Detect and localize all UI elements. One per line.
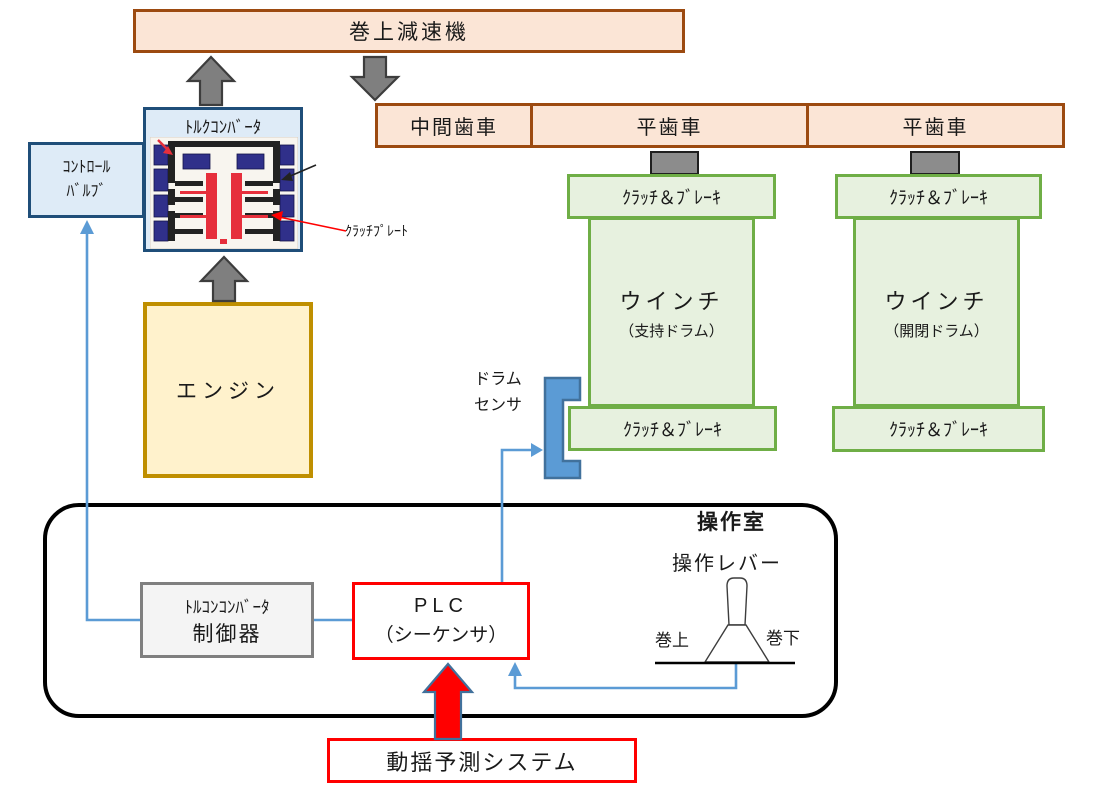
- winch-box-1: ウインチ （支持ドラム）: [588, 217, 755, 407]
- winch-2-name: ウインチ: [884, 288, 989, 314]
- gear-cell-spur-1: 平歯車: [530, 106, 806, 145]
- clutch-brake-top-2-label: ｸﾗｯﾁ＆ﾌﾞﾚｰｷ: [889, 187, 988, 208]
- clutch-brake-top-1-label: ｸﾗｯﾁ＆ﾌﾞﾚｰｷ: [622, 187, 721, 208]
- clutch-brake-bottom-2: ｸﾗｯﾁ＆ﾌﾞﾚｰｷ: [832, 406, 1045, 452]
- torque-converter-label: ﾄﾙｸｺﾝﾊﾞｰﾀ: [184, 118, 262, 137]
- intermediate-gear-label: 中間歯車: [410, 117, 498, 139]
- sway-prediction-label: 動揺予測システム: [386, 749, 578, 775]
- gear-cell-spur-2: 平歯車: [806, 106, 1062, 145]
- plc-line1: PLC: [414, 595, 468, 617]
- hoist-up-label: 巻上: [655, 631, 689, 650]
- operation-lever-label: 操作レバー: [672, 553, 782, 575]
- torque-converter-box: ﾄﾙｸｺﾝﾊﾞｰﾀ: [143, 107, 303, 252]
- torque-controller-box: ﾄﾙｺﾝｺﾝﾊﾞｰﾀ 制御器: [140, 582, 314, 658]
- winch-1-drum: （支持ドラム）: [619, 322, 724, 340]
- clutch-brake-bottom-1: ｸﾗｯﾁ＆ﾌﾞﾚｰｷ: [568, 406, 777, 451]
- block-arrow-engine-to-torque: [198, 255, 250, 303]
- clutch-brake-top-2: ｸﾗｯﾁ＆ﾌﾞﾚｰｷ: [835, 174, 1042, 219]
- spur-gear-1-label: 平歯車: [636, 117, 703, 139]
- gear-cell-intermediate: 中間歯車: [378, 106, 530, 145]
- block-arrow-reducer-to-gears: [349, 55, 401, 102]
- block-arrow-torque-to-reducer: [185, 55, 237, 107]
- shaft-connector-1: [650, 151, 699, 175]
- drum-sensor-label: ドラム センサ: [455, 367, 541, 420]
- clutch-brake-top-1: ｸﾗｯﾁ＆ﾌﾞﾚｰｷ: [567, 174, 776, 219]
- clutch-brake-bottom-2-label: ｸﾗｯﾁ＆ﾌﾞﾚｰｷ: [889, 420, 988, 440]
- engine-label: エンジン: [176, 380, 280, 403]
- torque-controller-line2: 制御器: [192, 622, 262, 646]
- spur-gear-2-label: 平歯車: [902, 117, 969, 139]
- winch-2-drum: （開閉ドラム）: [884, 322, 989, 340]
- gear-row: 中間歯車 平歯車 平歯車: [375, 103, 1065, 148]
- control-valve-line2: ﾊﾞﾙﾌﾞ: [66, 183, 107, 200]
- plc-line2: （シーケンサ）: [374, 625, 508, 646]
- clutch-plate-annotation: ｸﾗｯﾁﾌﾟﾚｰﾄ: [345, 223, 408, 239]
- hoist-reducer-label: 巻上減速機: [349, 21, 469, 44]
- drum-sensor-line1: ドラム: [474, 371, 522, 388]
- sway-prediction-box: 動揺予測システム: [327, 738, 637, 783]
- control-valve-box: ｺﾝﾄﾛｰﾙ ﾊﾞﾙﾌﾞ: [28, 142, 145, 218]
- control-valve-line1: ｺﾝﾄﾛｰﾙ: [62, 159, 111, 176]
- engine-box: エンジン: [143, 302, 313, 478]
- winch-1-name: ウインチ: [619, 288, 724, 314]
- hoist-reducer-box: 巻上減速機: [133, 9, 685, 53]
- winch-box-2: ウインチ （開閉ドラム）: [853, 217, 1020, 407]
- shaft-connector-2: [910, 151, 960, 175]
- torque-controller-line1: ﾄﾙｺﾝｺﾝﾊﾞｰﾀ: [184, 597, 270, 617]
- hoist-down-label: 巻下: [766, 629, 800, 648]
- plc-box: PLC （シーケンサ）: [352, 582, 530, 660]
- clutch-brake-bottom-1-label: ｸﾗｯﾁ＆ﾌﾞﾚｰｷ: [623, 419, 722, 440]
- operation-room-title: 操作室: [697, 511, 766, 534]
- drum-sensor-line2: センサ: [473, 397, 522, 415]
